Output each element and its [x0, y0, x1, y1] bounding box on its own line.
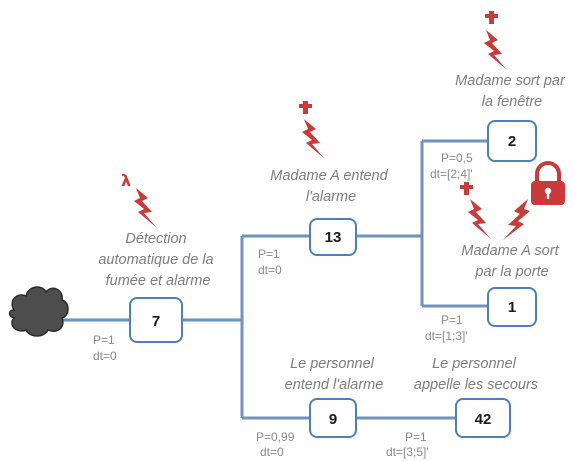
param-1-label: P=1 dt=[1;3]' — [425, 313, 468, 343]
param-1-probability: P=1 — [441, 313, 463, 327]
param-42-label: P=1 dt=[3;5]' — [386, 430, 430, 459]
param-7-probability: P=1 — [93, 333, 115, 347]
node-1[interactable]: 1 — [487, 287, 537, 327]
cloud-icon — [8, 286, 69, 337]
cross-icon — [460, 182, 473, 195]
event-madame-porte-label: Madame A sort par la porte — [461, 243, 562, 280]
param-2-probability: P=0,5 — [441, 151, 473, 165]
event-personnel-appelle-line-1: Le personnel — [432, 356, 517, 372]
node-7-label: 7 — [152, 313, 160, 330]
param-2-label: P=0,5 dt=[2;4]' — [430, 151, 476, 181]
lambda-symbol: λ — [121, 171, 131, 190]
node-1-label: 1 — [508, 299, 516, 316]
node-2[interactable]: 2 — [487, 120, 537, 162]
event-personnel-appelle-label: Le personnel appelle les secours — [414, 356, 538, 393]
lightning-bolt-icon — [468, 199, 491, 239]
node-13[interactable]: 13 — [309, 218, 357, 256]
node-13-label: 13 — [325, 229, 342, 246]
event-detection-line-2: automatique de la — [98, 252, 213, 268]
param-9-probability: P=0,99 — [256, 430, 295, 444]
event-personnel-entend-line-1: Le personnel — [290, 356, 375, 372]
event-madame-fenetre-label: Madame sort par la fenêtre — [455, 73, 569, 110]
event-detection-line-1: Détection — [125, 231, 186, 247]
event-detection-line-3: fumée et alarme — [106, 273, 211, 289]
node-2-label: 2 — [508, 133, 516, 150]
param-13-label: P=1 dt=0 — [258, 247, 283, 277]
param-1-delay: dt=[1;3]' — [425, 329, 468, 343]
lightning-bolt-icon — [134, 188, 157, 228]
param-9-label: P=0,99 dt=0 — [256, 430, 298, 459]
param-9-delay: dt=0 — [260, 445, 284, 459]
node-9[interactable]: 9 — [309, 398, 357, 438]
param-2-delay: dt=[2;4]' — [430, 167, 473, 181]
lightning-bolt-icon — [484, 30, 507, 70]
event-madame-porte-line-2: par la porte — [474, 264, 548, 280]
cross-icon — [299, 101, 312, 114]
lightning-bolt-icon — [302, 119, 325, 159]
event-madame-entend-line-2: l'alarme — [306, 189, 356, 205]
node-42-label: 42 — [475, 411, 492, 428]
param-13-delay: dt=0 — [258, 263, 282, 277]
event-madame-fenetre-line-2: la fenêtre — [482, 94, 542, 110]
node-42[interactable]: 42 — [455, 398, 511, 438]
event-madame-fenetre-line-1: Madame sort par — [455, 73, 566, 89]
event-personnel-entend-label: Le personnel entend l'alarme — [285, 356, 384, 393]
event-detection-label: Détection automatique de la fumée et ala… — [98, 231, 217, 289]
event-madame-entend-label: Madame A entend l'alarme — [270, 168, 391, 205]
event-madame-entend-line-1: Madame A entend — [270, 168, 388, 184]
param-42-probability: P=1 — [405, 430, 427, 444]
param-42-delay: dt=[3;5]' — [386, 445, 429, 459]
event-personnel-entend-line-2: entend l'alarme — [285, 377, 384, 393]
event-madame-porte-line-1: Madame A sort — [461, 243, 559, 259]
event-personnel-appelle-line-2: appelle les secours — [414, 377, 538, 393]
node-9-label: 9 — [329, 411, 337, 428]
padlock-icon — [531, 161, 565, 205]
lightning-bolt-icon — [503, 199, 530, 240]
param-7-delay: dt=0 — [93, 349, 117, 363]
param-7-label: P=1 dt=0 — [93, 333, 118, 363]
node-7[interactable]: 7 — [129, 297, 183, 343]
cross-icon — [485, 11, 498, 24]
param-13-probability: P=1 — [258, 247, 280, 261]
tree-links — [60, 139, 488, 420]
